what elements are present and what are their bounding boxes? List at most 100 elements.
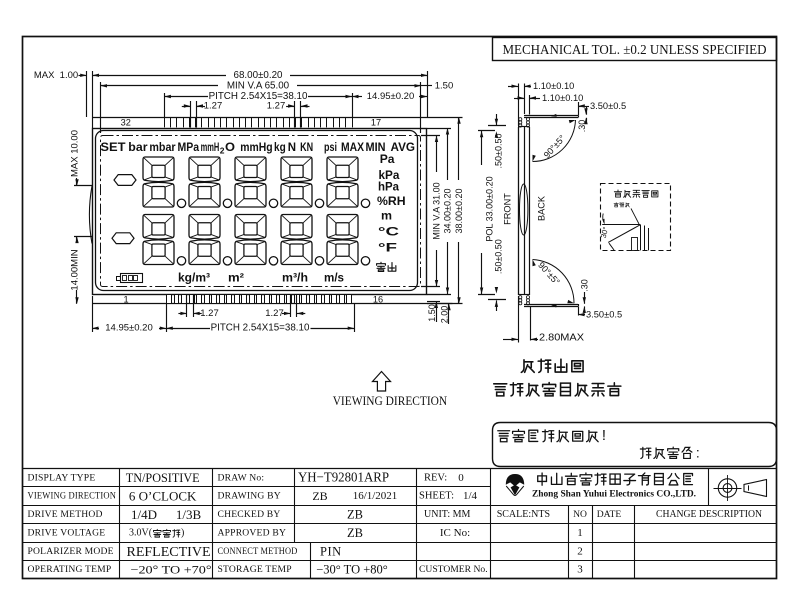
svg-text:°C: °C: [378, 225, 399, 239]
svg-text:kPa: kPa: [379, 168, 400, 182]
svg-text:1/4D: 1/4D: [131, 507, 157, 522]
svg-text:2: 2: [577, 546, 583, 558]
svg-text:SCALE:NTS: SCALE:NTS: [497, 509, 550, 520]
svg-text:PITCH 2.54X15=38.10: PITCH 2.54X15=38.10: [209, 91, 308, 102]
svg-text:mmH: mmH: [201, 140, 220, 154]
svg-text:1.27: 1.27: [200, 308, 219, 319]
svg-text:2.80MAX: 2.80MAX: [539, 333, 585, 344]
svg-text:BACK: BACK: [537, 195, 547, 221]
svg-text:32: 32: [121, 117, 131, 127]
svg-text:−30° TO +80°: −30° TO +80°: [316, 562, 388, 576]
svg-text:POL 33.00±0.20: POL 33.00±0.20: [485, 176, 495, 241]
svg-text:1.10±0.10: 1.10±0.10: [533, 81, 574, 91]
svg-text:VIEWING DIRECTION: VIEWING DIRECTION: [28, 491, 117, 502]
svg-text:REFLECTIVE: REFLECTIVE: [127, 544, 211, 559]
svg-text:TN/POSITIVE: TN/POSITIVE: [126, 471, 200, 485]
svg-text:34.00±0.20: 34.00±0.20: [443, 189, 453, 234]
svg-text:OPERATING TEMP: OPERATING TEMP: [28, 564, 112, 575]
svg-text:m³/h: m³/h: [282, 271, 308, 285]
svg-text:KN: KN: [300, 140, 313, 154]
svg-text:.50±0.50: .50±0.50: [494, 239, 504, 274]
svg-text:m/s: m/s: [324, 271, 344, 285]
svg-text:1/3B: 1/3B: [176, 507, 202, 522]
svg-text:Pa: Pa: [380, 152, 395, 166]
svg-text:MIN V.A 31.00: MIN V.A 31.00: [432, 182, 442, 239]
svg-text:PIN: PIN: [320, 545, 342, 559]
svg-text:hPa: hPa: [378, 180, 399, 194]
svg-text:AVG: AVG: [391, 140, 416, 154]
svg-text:YH−T92801ARP: YH−T92801ARP: [298, 470, 389, 485]
svg-text:SET: SET: [100, 140, 126, 154]
svg-text:): ): [181, 528, 184, 539]
svg-text:m²: m²: [228, 271, 244, 285]
svg-text:.30: .30: [577, 120, 587, 133]
svg-text:bar: bar: [128, 140, 147, 154]
svg-text:kg: kg: [274, 140, 286, 154]
svg-text:1: 1: [123, 294, 128, 304]
svg-text:N: N: [288, 140, 296, 154]
svg-text:68.00±0.20: 68.00±0.20: [234, 70, 284, 81]
svg-text:.50±0.50: .50±0.50: [494, 134, 504, 169]
svg-text:14.95±0.20: 14.95±0.20: [367, 91, 414, 102]
svg-text:VIEWING DIRECTION: VIEWING DIRECTION: [333, 394, 448, 408]
svg-text:MIN V.A 65.00: MIN V.A 65.00: [227, 80, 290, 91]
svg-text:2: 2: [220, 146, 225, 156]
svg-text:MPa: MPa: [178, 140, 200, 154]
svg-text:1.10±0.10: 1.10±0.10: [542, 93, 583, 103]
svg-text:POLARIZER MODE: POLARIZER MODE: [28, 546, 114, 557]
svg-text:Zhong Shan Yuhui Electronics C: Zhong Shan Yuhui Electronics CO.,LTD.: [532, 488, 696, 498]
svg-text:IC No:: IC No:: [440, 527, 470, 539]
svg-text:0: 0: [458, 472, 464, 484]
svg-text:PITCH 2.54X15=38.10: PITCH 2.54X15=38.10: [211, 323, 310, 334]
svg-text:CHANGE DESCRIPTION: CHANGE DESCRIPTION: [656, 509, 762, 520]
svg-text:°F: °F: [378, 241, 398, 255]
svg-text:STORAGE TEMP: STORAGE TEMP: [218, 564, 292, 575]
svg-text:38.00±0.20: 38.00±0.20: [454, 189, 464, 234]
svg-text:!: !: [602, 428, 606, 444]
svg-text:DRIVE VOLTAGE: DRIVE VOLTAGE: [28, 528, 106, 539]
svg-text:1: 1: [577, 527, 583, 539]
svg-text:16/1/2021: 16/1/2021: [353, 490, 398, 502]
svg-text:DATE: DATE: [597, 509, 622, 520]
svg-text:%RH: %RH: [377, 194, 406, 208]
svg-text:REV:: REV:: [424, 472, 447, 483]
svg-text:2.00: 2.00: [439, 306, 449, 324]
svg-text:FRONT: FRONT: [503, 193, 513, 225]
svg-text:ZB: ZB: [312, 489, 327, 503]
svg-text:CUSTOMER No.: CUSTOMER No.: [419, 564, 488, 575]
svg-text:MAX 1.00: MAX 1.00: [34, 70, 78, 81]
svg-text:1.27: 1.27: [267, 101, 286, 112]
svg-text:3: 3: [577, 563, 583, 575]
svg-text:.30: .30: [579, 279, 589, 292]
svg-text:mmHg: mmHg: [240, 140, 272, 154]
svg-text:3.50±0.5: 3.50±0.5: [586, 309, 622, 319]
svg-text:CONNECT METHOD: CONNECT METHOD: [218, 546, 298, 557]
svg-text:−20° TO +70°: −20° TO +70°: [131, 562, 212, 576]
svg-text:16: 16: [373, 294, 383, 304]
svg-text:1.27: 1.27: [204, 101, 223, 112]
svg-text:DISPLAY TYPE: DISPLAY TYPE: [28, 472, 96, 483]
svg-text:DRIVE METHOD: DRIVE METHOD: [28, 509, 103, 520]
svg-text:17: 17: [371, 117, 381, 127]
svg-text:UNIT: MM: UNIT: MM: [424, 509, 471, 520]
svg-text:O: O: [225, 140, 235, 154]
svg-text:DRAW No:: DRAW No:: [218, 472, 265, 483]
svg-text:DRAWING BY: DRAWING BY: [218, 491, 281, 502]
svg-text:14.95±0.20: 14.95±0.20: [105, 323, 152, 334]
svg-text:6 O’CLOCK: 6 O’CLOCK: [129, 489, 197, 504]
svg-text:14.00MIN: 14.00MIN: [70, 249, 81, 290]
svg-text:MECHANICAL TOL. ±0.2 UNLESS SP: MECHANICAL TOL. ±0.2 UNLESS SPECIFIED: [503, 42, 767, 57]
svg-text:APPROVED BY: APPROVED BY: [218, 528, 287, 539]
svg-text:3.50±0.5: 3.50±0.5: [590, 101, 626, 111]
svg-text:1.50: 1.50: [435, 80, 454, 91]
svg-text:ZB: ZB: [347, 526, 363, 540]
svg-text:SHEET:: SHEET:: [419, 491, 454, 502]
svg-text:ZB: ZB: [347, 508, 363, 522]
svg-text:NO: NO: [573, 509, 587, 520]
svg-text:MAX: MAX: [341, 140, 365, 154]
svg-text:m: m: [381, 209, 392, 223]
svg-text:3.0V(: 3.0V(: [129, 528, 153, 539]
svg-text::: :: [696, 446, 700, 461]
svg-text:1.27: 1.27: [265, 308, 284, 319]
svg-text:mbar: mbar: [149, 140, 175, 154]
